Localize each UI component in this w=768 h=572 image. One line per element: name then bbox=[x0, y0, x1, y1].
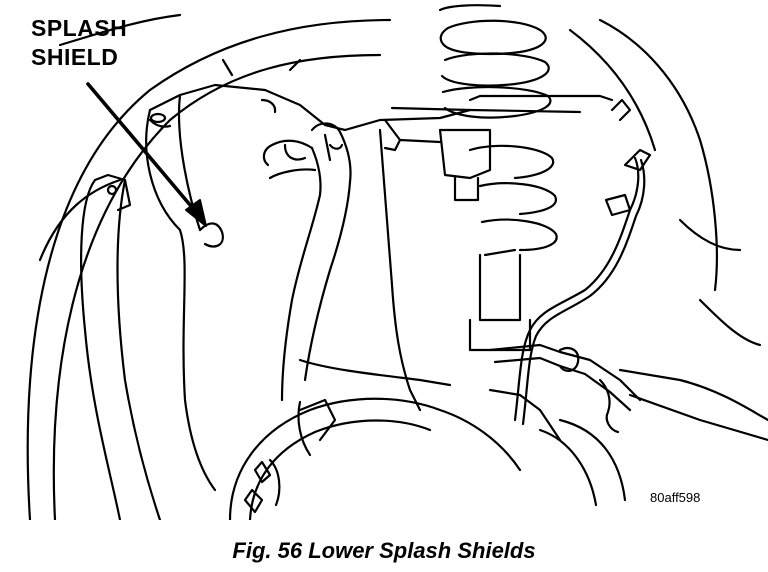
brake-rotor bbox=[230, 399, 625, 520]
splash-shield-illustration bbox=[0, 0, 768, 520]
callout-label-line1: SPLASH bbox=[31, 15, 128, 41]
callout-label-line2: SHIELD bbox=[31, 44, 119, 70]
coil-spring bbox=[440, 5, 557, 250]
brake-hose bbox=[515, 100, 650, 424]
background-body bbox=[570, 20, 760, 345]
callout-arrow bbox=[88, 84, 206, 226]
figure-caption: Fig. 56 Lower Splash Shields bbox=[232, 538, 536, 563]
steering-linkage bbox=[490, 345, 768, 440]
strut-assembly bbox=[385, 96, 612, 350]
figure-code: 80aff598 bbox=[650, 490, 701, 505]
lower-splash-shield bbox=[146, 60, 470, 490]
fender-liner bbox=[81, 175, 160, 520]
technician-hand bbox=[264, 123, 351, 400]
